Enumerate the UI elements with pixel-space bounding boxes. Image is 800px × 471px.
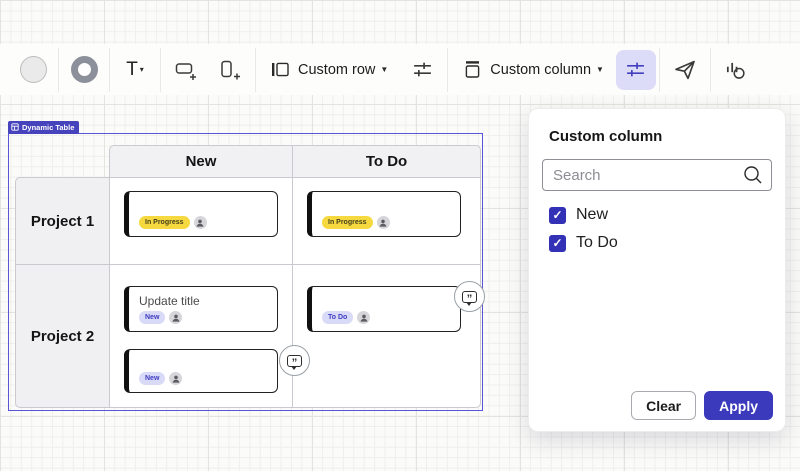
caret-down-icon: ▼ <box>596 65 604 74</box>
task-card[interactable]: In Progress <box>124 191 278 237</box>
checkbox-checked[interactable]: ✓ <box>549 234 566 252</box>
circle-icon <box>19 56 47 83</box>
option-todo[interactable]: ✓ To Do <box>549 234 772 252</box>
comment-bubble-button[interactable]: ” <box>454 281 485 312</box>
status-badge: New <box>139 311 166 324</box>
add-column-icon <box>218 59 242 81</box>
option-label: To Do <box>576 234 618 251</box>
table-widget-icon <box>11 122 19 133</box>
toolbar-divider <box>58 47 59 92</box>
custom-column-settings-button[interactable] <box>615 49 656 90</box>
comment-bubble-button[interactable]: ” <box>279 345 310 376</box>
apply-button[interactable]: Apply <box>704 391 773 420</box>
caret-down-icon: ▼ <box>380 65 389 74</box>
selection-type-badge: Dynamic Table <box>8 121 80 134</box>
assignee-avatar <box>169 372 183 385</box>
custom-row-settings-button[interactable] <box>400 49 444 91</box>
column-option-list: ✓ New ✓ To Do <box>549 206 772 252</box>
donut-icon <box>70 56 98 83</box>
toolbar-divider <box>709 47 711 92</box>
row-header-project1[interactable]: Project 1 <box>15 177 110 265</box>
toolbar-divider <box>447 47 449 92</box>
task-card[interactable]: To Do <box>307 286 461 332</box>
donut-shape-tool-button[interactable] <box>62 49 106 91</box>
status-badge: To Do <box>322 311 354 324</box>
custom-column-dropdown[interactable]: Custom column ▼ <box>451 49 616 91</box>
hand-bars-icon <box>724 58 748 82</box>
check-icon: ✓ <box>552 208 563 222</box>
toolbar-divider <box>160 47 161 92</box>
assignee-avatar <box>357 311 371 324</box>
toolbar-divider <box>109 47 110 92</box>
column-frame-icon <box>463 60 482 79</box>
interaction-tool-button[interactable] <box>714 49 758 91</box>
custom-column-label: Custom column <box>490 61 592 78</box>
custom-row-label: Custom row <box>298 61 376 78</box>
toolbar-divider <box>658 47 660 92</box>
checkbox-checked[interactable]: ✓ <box>549 206 566 224</box>
toolbar: T ▾ <box>0 44 800 95</box>
add-row-icon <box>174 59 198 81</box>
assignee-avatar <box>376 216 390 229</box>
task-card[interactable]: In Progress <box>307 191 461 237</box>
circle-shape-tool-button[interactable] <box>11 49 55 91</box>
clear-button[interactable]: Clear <box>631 391 697 420</box>
selection-label-text: Dynamic Table <box>22 123 75 132</box>
status-badge: In Progress <box>322 216 373 229</box>
custom-column-panel: Custom column ✓ New ✓ To Do <box>528 108 786 432</box>
add-column-button[interactable] <box>208 49 252 91</box>
panel-title: Custom column <box>549 128 663 145</box>
paper-plane-icon <box>673 58 697 82</box>
status-badge: New <box>139 372 166 385</box>
option-label: New <box>576 206 609 223</box>
comment-quote-icon: ” <box>462 290 477 306</box>
text-icon: T <box>126 58 138 80</box>
option-new[interactable]: ✓ New <box>549 206 772 224</box>
sliders-icon <box>625 59 646 80</box>
search-input[interactable] <box>542 159 772 191</box>
search-icon <box>742 164 764 191</box>
toolbar-divider <box>255 47 256 92</box>
comment-quote-icon: ” <box>287 354 302 370</box>
assignee-avatar <box>169 311 183 324</box>
text-tool-button[interactable]: T ▾ <box>113 49 157 91</box>
status-badge: In Progress <box>139 216 190 229</box>
custom-row-dropdown[interactable]: Custom row ▼ <box>259 49 400 91</box>
row-frame-icon <box>271 60 290 79</box>
column-header-new[interactable]: New <box>109 145 293 178</box>
sliders-icon <box>412 59 433 80</box>
row-header-project2[interactable]: Project 2 <box>15 264 110 408</box>
assignee-avatar <box>193 216 207 229</box>
send-button[interactable] <box>663 49 707 91</box>
add-row-button[interactable] <box>164 49 208 91</box>
task-card[interactable]: New <box>124 349 278 393</box>
check-icon: ✓ <box>552 236 563 250</box>
caret-down-icon: ▾ <box>139 65 144 74</box>
column-header-todo[interactable]: To Do <box>292 145 481 178</box>
task-card[interactable]: Update title New <box>124 286 278 332</box>
card-title: Update title <box>139 294 200 308</box>
